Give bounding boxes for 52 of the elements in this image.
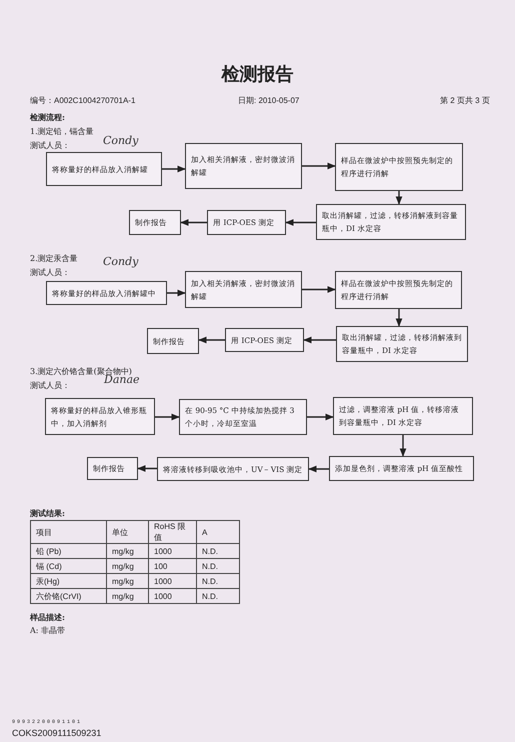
arrow <box>396 191 402 205</box>
step-heading: 2.测定汞含量 <box>30 253 78 264</box>
table-cell: 六价铬(CrVI) <box>30 588 106 604</box>
report-number: 编号：A002C1004270701A-1 <box>30 95 136 106</box>
arrow <box>396 309 402 327</box>
report-title: 检测报告 <box>220 63 294 86</box>
arrow <box>302 162 336 170</box>
table-cell: mg/kg <box>106 558 148 574</box>
arrow <box>137 465 157 472</box>
table-cell: 1000 <box>148 588 196 604</box>
tester-label: 测试人员： <box>30 267 70 278</box>
step-heading: 1.测定铅，镉含量 <box>30 126 94 137</box>
table-cell: mg/kg <box>106 544 148 558</box>
table-cell: 100 <box>148 558 196 574</box>
arrow <box>302 286 336 293</box>
signature: Condy <box>103 255 138 268</box>
table-cell: mg/kg <box>106 588 148 604</box>
step-heading: 3.测定六价铬含量(聚合物中) <box>30 366 132 376</box>
arrow <box>308 466 329 472</box>
table-cell: 汞(Hg) <box>30 574 106 588</box>
table-cell: A <box>196 520 240 544</box>
arrow <box>155 414 180 420</box>
table-cell: 1000 <box>148 544 196 558</box>
arrow <box>400 435 406 457</box>
table-cell: RoHS 限值 <box>148 520 196 544</box>
section-heading: 检测流程: <box>30 112 65 123</box>
arrow <box>167 290 186 296</box>
page-number: 第 2 页共 3 页 <box>440 95 490 106</box>
signature: Condy <box>103 134 138 147</box>
table-cell: 单位 <box>106 520 148 544</box>
table-cell: 1000 <box>148 574 196 588</box>
table-cell: mg/kg <box>106 574 148 588</box>
arrow <box>285 219 316 226</box>
table-cell: N.D. <box>196 544 240 558</box>
table-cell: N.D. <box>196 588 240 604</box>
arrow <box>303 336 336 344</box>
table-cell: N.D. <box>196 574 240 588</box>
table-cell: 镉 (Cd) <box>30 558 106 574</box>
section-heading: 样品描述: <box>30 612 65 623</box>
table-cell: N.D. <box>196 558 240 574</box>
arrow <box>180 219 207 226</box>
sample-description: A: 非晶带 <box>30 625 66 636</box>
tester-label: 测试人员： <box>30 140 70 151</box>
serial-number: COKS2009111509231 <box>12 728 102 738</box>
table-cell: 铅 (Pb) <box>30 544 106 558</box>
table-cell: 项目 <box>30 520 106 544</box>
arrow <box>162 166 186 172</box>
report-date: 日期: 2010-05-07 <box>238 95 300 106</box>
tester-label: 测试人员： <box>30 380 70 391</box>
arrow <box>307 414 334 420</box>
section-heading: 测试结果: <box>30 508 65 519</box>
arrow <box>198 336 225 344</box>
